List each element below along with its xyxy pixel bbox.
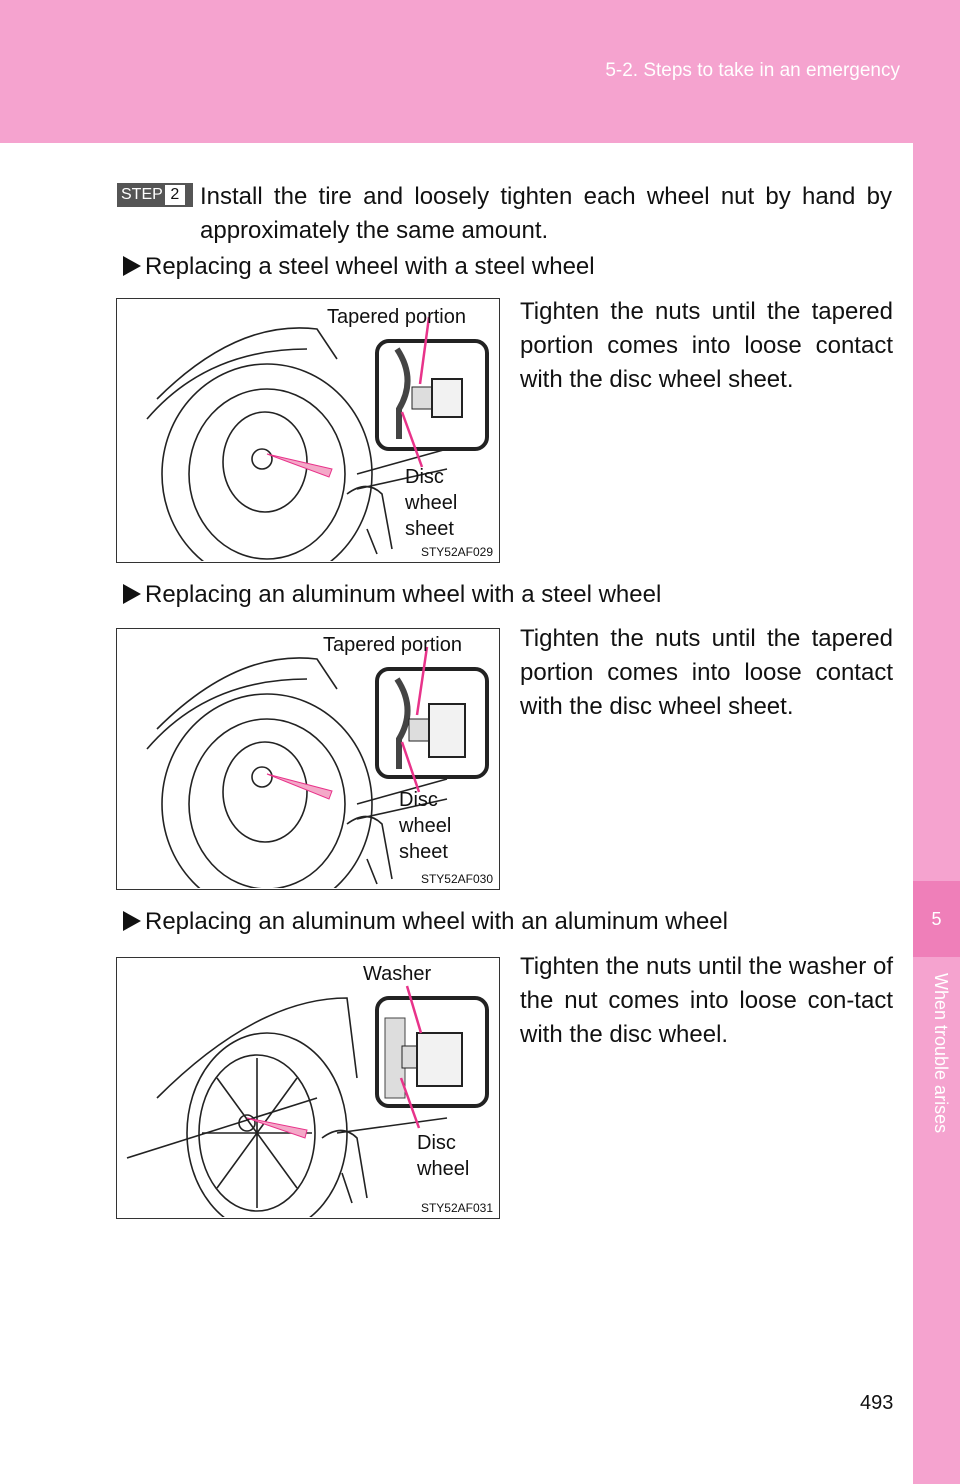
label-disc-wheel: Disc wheel <box>417 1132 470 1180</box>
label-disc-wheel-sheet: Disc wheel sheet <box>399 789 452 863</box>
triangle-bullet-icon <box>123 256 141 276</box>
chapter-number-tab[interactable]: 5 <box>913 881 960 957</box>
wheel-diagram-2 <box>146 646 489 888</box>
section-heading-1: Replacing a steel wheel with a steel whe… <box>123 250 595 284</box>
page-number: 493 <box>860 1392 894 1414</box>
section-description-3: Tighten the nuts until the washer of the… <box>520 953 893 1048</box>
figure-aluminum-steel: Tapered portion Disc wheel sheet STY52AF… <box>116 628 500 890</box>
figure-code: STY52AF031 <box>420 1201 493 1215</box>
label-washer: Washer <box>363 963 432 985</box>
section-description-1: Tighten the nuts until the tapered porti… <box>520 298 893 393</box>
label-tapered-portion: Tapered portion <box>327 306 466 328</box>
triangle-bullet-icon <box>123 911 141 931</box>
section-heading-2: Replacing an aluminum wheel with a steel… <box>123 578 661 612</box>
label-tapered-portion: Tapered portion <box>323 634 462 656</box>
page-header: 5-2. Steps to take in an emergency <box>0 0 960 143</box>
label-disc-wheel-sheet: Disc wheel sheet <box>405 466 458 540</box>
figure-code: STY52AF030 <box>420 872 493 886</box>
step-text: Install the tire and loosely tighten eac… <box>200 183 892 244</box>
wheel-diagram-1 <box>146 316 489 561</box>
section-heading-3: Replacing an aluminum wheel with an alum… <box>123 905 728 939</box>
section-title: 5-2. Steps to take in an emergency <box>605 60 900 81</box>
chapter-title: When trouble arises <box>931 973 951 1134</box>
section-description-2: Tighten the nuts until the tapered porti… <box>520 625 893 720</box>
chapter-sidebar: 5 When trouble arises <box>913 143 960 1484</box>
wheel-diagram-3 <box>126 985 489 1217</box>
step-number: 2 <box>164 185 185 205</box>
figure-code: STY52AF029 <box>420 545 493 559</box>
figure-aluminum-aluminum: Washer Disc wheel STY52AF031 <box>116 957 500 1219</box>
triangle-bullet-icon <box>123 584 141 604</box>
figure-steel-steel: Tapered portion Disc wheel sheet STY52AF… <box>116 298 500 563</box>
step-label: STEP <box>121 186 163 203</box>
